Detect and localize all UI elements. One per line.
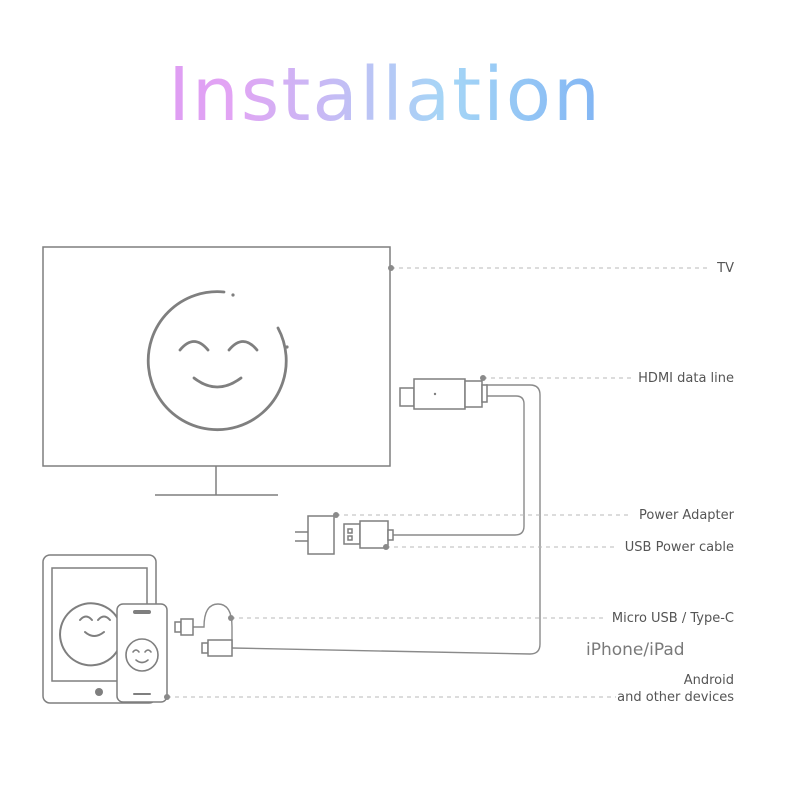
dot-hdmi xyxy=(480,375,486,381)
hdmi-body xyxy=(413,378,466,410)
tablet-face-outline xyxy=(59,602,123,667)
dot-micro-usb xyxy=(228,615,234,621)
type-c-connector-icon xyxy=(201,639,233,657)
usb-strain xyxy=(387,529,394,541)
type-c-body xyxy=(207,639,233,657)
smiley-face-icon xyxy=(146,290,289,432)
face-dot xyxy=(231,293,235,297)
phone-left-eye xyxy=(132,649,140,653)
left-eye xyxy=(178,340,210,352)
phone-frame xyxy=(116,603,168,703)
type-c-tip xyxy=(201,642,209,654)
phone-notch xyxy=(133,610,151,614)
face-outline xyxy=(146,290,288,432)
page-title: Installation xyxy=(0,52,770,138)
usb-head xyxy=(343,523,361,545)
phone-mouth xyxy=(135,659,149,664)
usb-contact xyxy=(347,528,353,534)
dot-tv xyxy=(388,265,394,271)
label-power-adapter: Power Adapter xyxy=(638,508,734,523)
power-cable xyxy=(392,395,525,536)
phone-face-outline xyxy=(125,638,159,672)
main-cable xyxy=(231,384,541,655)
dot-usb-power-cable xyxy=(383,544,389,550)
face-dot xyxy=(285,345,289,349)
right-eye xyxy=(227,340,259,352)
tablet-right-eye xyxy=(97,615,111,621)
tablet-left-eye xyxy=(79,615,93,621)
usb-contact xyxy=(347,535,353,541)
tv-monitor xyxy=(42,246,391,496)
phone-right-eye xyxy=(144,649,152,653)
label-android-line1: Android xyxy=(683,673,734,688)
label-tv: TV xyxy=(717,261,734,276)
mouth xyxy=(192,376,243,389)
hdmi-connector-icon xyxy=(399,378,488,410)
hdmi-led xyxy=(433,392,437,396)
label-hdmi-data-line: HDMI data line xyxy=(638,371,734,386)
hdmi-collar xyxy=(464,380,483,408)
dot-power-adapter xyxy=(333,512,339,518)
micro-usb-body xyxy=(180,618,194,636)
dot-android xyxy=(164,694,170,700)
leader-dots xyxy=(164,265,486,700)
hdmi-plug xyxy=(399,387,415,407)
tablet-home-button xyxy=(95,688,103,696)
phone-smiley-icon xyxy=(125,638,159,672)
label-android: Android and other devices xyxy=(617,672,734,706)
label-iphone-ipad: iPhone/iPad xyxy=(586,640,685,660)
label-usb-power-cable: USB Power cable xyxy=(624,540,734,555)
hdmi-strain xyxy=(481,384,488,403)
adapter-body xyxy=(307,515,335,555)
micro-usb-tip xyxy=(174,621,182,633)
tv-screen xyxy=(42,246,391,467)
power-adapter-icon xyxy=(295,515,335,555)
micro-usb-connector-icon xyxy=(174,618,194,636)
phone-device-icon xyxy=(116,603,168,703)
tablet-mouth xyxy=(84,631,105,637)
usb-body xyxy=(359,520,389,549)
label-android-line2: and other devices xyxy=(617,690,734,705)
leader-lines xyxy=(167,267,710,698)
label-micro-usb-type-c: Micro USB / Type-C xyxy=(611,611,734,626)
tablet-smiley-icon xyxy=(59,602,123,667)
usb-plug-icon xyxy=(343,520,394,549)
